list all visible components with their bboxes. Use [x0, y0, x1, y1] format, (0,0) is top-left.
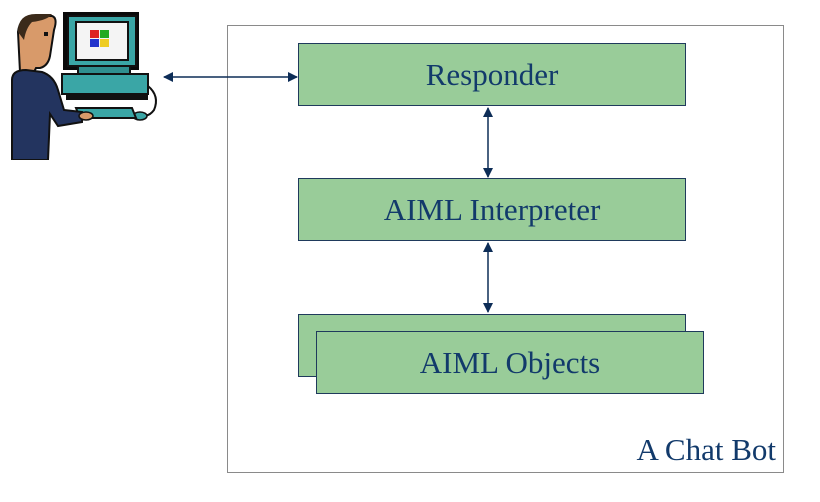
aiml-interpreter-label: AIML Interpreter — [383, 191, 601, 227]
person-at-computer-icon — [11, 12, 157, 160]
responder-label: Responder — [425, 56, 559, 92]
aiml-interpreter-box: AIML Interpreter — [298, 178, 686, 241]
responder-box: Responder — [298, 43, 686, 106]
aiml-objects-box: AIML Objects — [316, 331, 704, 394]
chat-bot-label: A Chat Bot — [636, 432, 776, 467]
chat-bot-container — [227, 25, 784, 473]
aiml-objects-label: AIML Objects — [419, 344, 601, 380]
